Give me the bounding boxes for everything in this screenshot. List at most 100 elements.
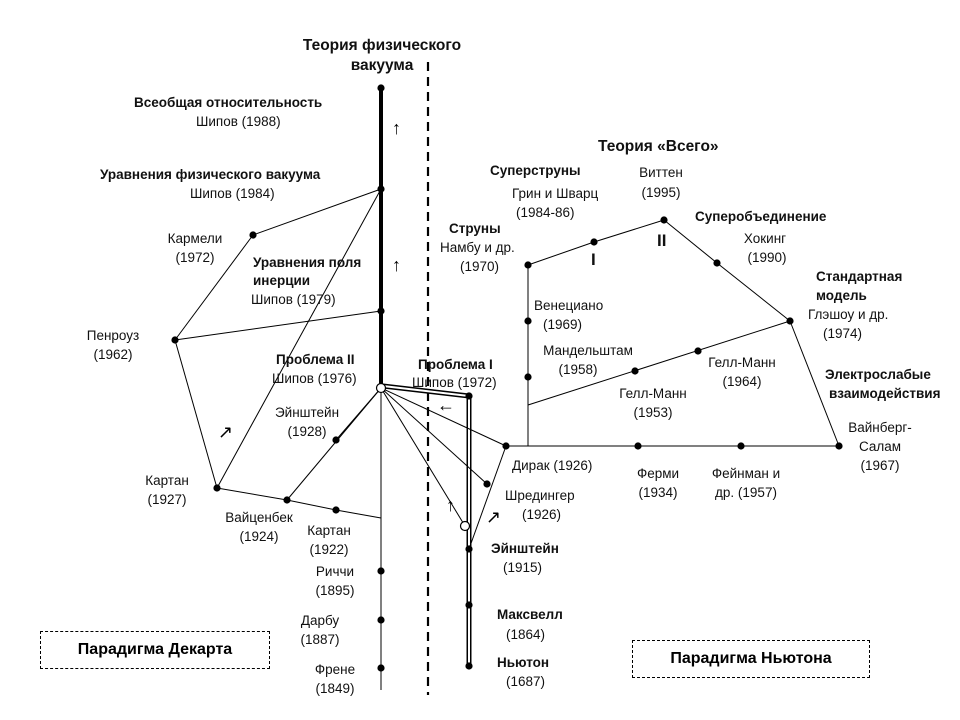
- dot-hawking: [713, 259, 721, 267]
- standard-model-authors: Глэшоу и др.: [808, 307, 889, 322]
- gellmann1964-year: (1964): [722, 374, 762, 389]
- arrow-up-icon: ↑: [392, 118, 401, 138]
- gellmann1953-year: (1953): [633, 405, 673, 420]
- feynman-name: Фейнман и: [711, 466, 781, 481]
- descartes-paradigm-label: Парадигма Декарта: [77, 641, 233, 658]
- frenet-name: Френе: [314, 662, 356, 677]
- maxwell-name: Максвелл: [497, 607, 563, 622]
- strings-title: Струны: [449, 221, 501, 236]
- edge-standard-hawking: [716, 262, 791, 322]
- everything-title: Теория «Всего»: [598, 138, 719, 155]
- edge-cartan1922-axis: [335, 509, 382, 519]
- newton-paradigm-box: Парадигма Ньютона: [632, 640, 870, 678]
- vacuum-title-line1: Теория физического: [302, 37, 462, 54]
- edge-problem2-einstein1928: [335, 387, 382, 441]
- edge-gauge-standard: [527, 320, 791, 406]
- darboux-name: Дарбу: [300, 613, 340, 628]
- roman-two: II: [657, 231, 667, 250]
- weinberg-line1: Вайнберг-: [848, 420, 912, 435]
- general-relativity-sub: Шипов (1988): [196, 114, 281, 129]
- standard-model-title2: модель: [816, 288, 867, 303]
- cartan1927-name: Картан: [145, 473, 189, 488]
- vacuum-equations-sub: Шипов (1984): [190, 186, 275, 201]
- electroweak-line1: Электрослабые: [825, 367, 931, 382]
- strings-year: (1970): [460, 259, 500, 274]
- problem2-junction: [375, 382, 387, 394]
- schrodinger-name: Шредингер: [505, 488, 575, 503]
- electroweak-line2: взаимодействия: [829, 386, 941, 401]
- schrodinger-year: (1926): [522, 507, 562, 522]
- dot-frenet: [377, 664, 385, 672]
- newton-axis-inner: [382, 385, 470, 666]
- frenet-year: (1849): [315, 681, 355, 696]
- einstein-junction: [459, 520, 471, 532]
- hawking-year: (1990): [747, 250, 787, 265]
- dot-carmeli: [249, 231, 257, 239]
- arrow-up-right-icon: ↗: [218, 422, 234, 442]
- weitzenbock-year: (1924): [239, 529, 279, 544]
- inertia-sub: Шипов (1979): [251, 292, 336, 307]
- fermi-year: (1934): [638, 485, 678, 500]
- edge-vacuum-carmeli: [252, 188, 382, 236]
- penrose-name: Пенроуз: [86, 328, 140, 343]
- witten-year: (1995): [641, 185, 681, 200]
- dot-cartan-1927: [213, 484, 221, 492]
- arrow-up-icon: ↑: [392, 255, 401, 275]
- dot-vacuum-equations: [377, 185, 385, 193]
- superstrings-title: Суперструны: [490, 163, 581, 178]
- mandelstam-name: Мандельштам: [543, 343, 633, 358]
- connection-lines: [174, 188, 840, 550]
- roman-one: I: [591, 250, 596, 269]
- dot-einstein-1915: [465, 545, 473, 553]
- newton-year: (1687): [506, 674, 546, 689]
- cartan1922-name: Картан: [307, 523, 351, 538]
- gellmann1964-name: Гелл-Манн: [708, 355, 776, 370]
- gellmann1953-name: Гелл-Манн: [619, 386, 687, 401]
- dot-gell-mann-1953: [631, 367, 639, 375]
- dot-superstrings: [590, 238, 598, 246]
- weinberg-year: (1967): [860, 458, 900, 473]
- carmeli-name: Кармели: [167, 231, 223, 246]
- inertia-title-line1: Уравнения поля: [253, 255, 362, 270]
- superstrings-authors: Грин и Шварц: [512, 186, 599, 201]
- problem1-sub: Шипов (1972): [412, 375, 497, 390]
- edge-problem2-dirac: [380, 387, 507, 447]
- dot-veneziano: [524, 317, 532, 325]
- dirac-label: Дирак (1926): [512, 458, 593, 473]
- weinberg-line2: Салам: [858, 439, 902, 454]
- dot-standard-model: [786, 317, 794, 325]
- standard-model-year: (1974): [823, 326, 863, 341]
- dot-ricci: [377, 567, 385, 575]
- darboux-year: (1887): [300, 632, 340, 647]
- edge-super-superstrings: [593, 219, 665, 243]
- dot-cartan-1922: [332, 506, 340, 514]
- carmeli-year: (1972): [175, 250, 215, 265]
- fermi-name: Ферми: [636, 466, 680, 481]
- dot-gell-mann-1964: [694, 347, 702, 355]
- edge-cartan-weitzenbock: [216, 487, 288, 501]
- arrow-up-icon: ↑: [446, 495, 455, 515]
- dot-weinberg: [835, 442, 843, 450]
- dot-einstein-1928: [332, 436, 340, 444]
- dot-mandelstam: [524, 373, 532, 381]
- vacuum-title-line2: вакуума: [350, 57, 414, 74]
- dot-dirac: [502, 442, 510, 450]
- veneziano-year: (1969): [543, 317, 583, 332]
- arrow-left-icon: ←: [437, 395, 455, 415]
- newton-axis-outer: [382, 383, 472, 666]
- dot-penrose: [171, 336, 179, 344]
- ricci-year: (1895): [315, 583, 355, 598]
- einstein1928-year: (1928): [287, 424, 327, 439]
- cartan1927-year: (1927): [147, 492, 187, 507]
- arrow-up-right-icon: ↗: [486, 507, 502, 527]
- dot-strings: [524, 261, 532, 269]
- edge-dirac-einstein1915: [468, 445, 507, 550]
- edge-vacuum-cartan: [216, 188, 382, 489]
- dot-superunification: [660, 216, 668, 224]
- dot-vacuum-top: [377, 84, 385, 92]
- hawking-name: Хокинг: [743, 231, 787, 246]
- problem2-title: Проблема II: [276, 352, 355, 367]
- standard-model-title1: Стандартная: [816, 269, 903, 284]
- superunification-title: Суперобъединение: [695, 209, 827, 224]
